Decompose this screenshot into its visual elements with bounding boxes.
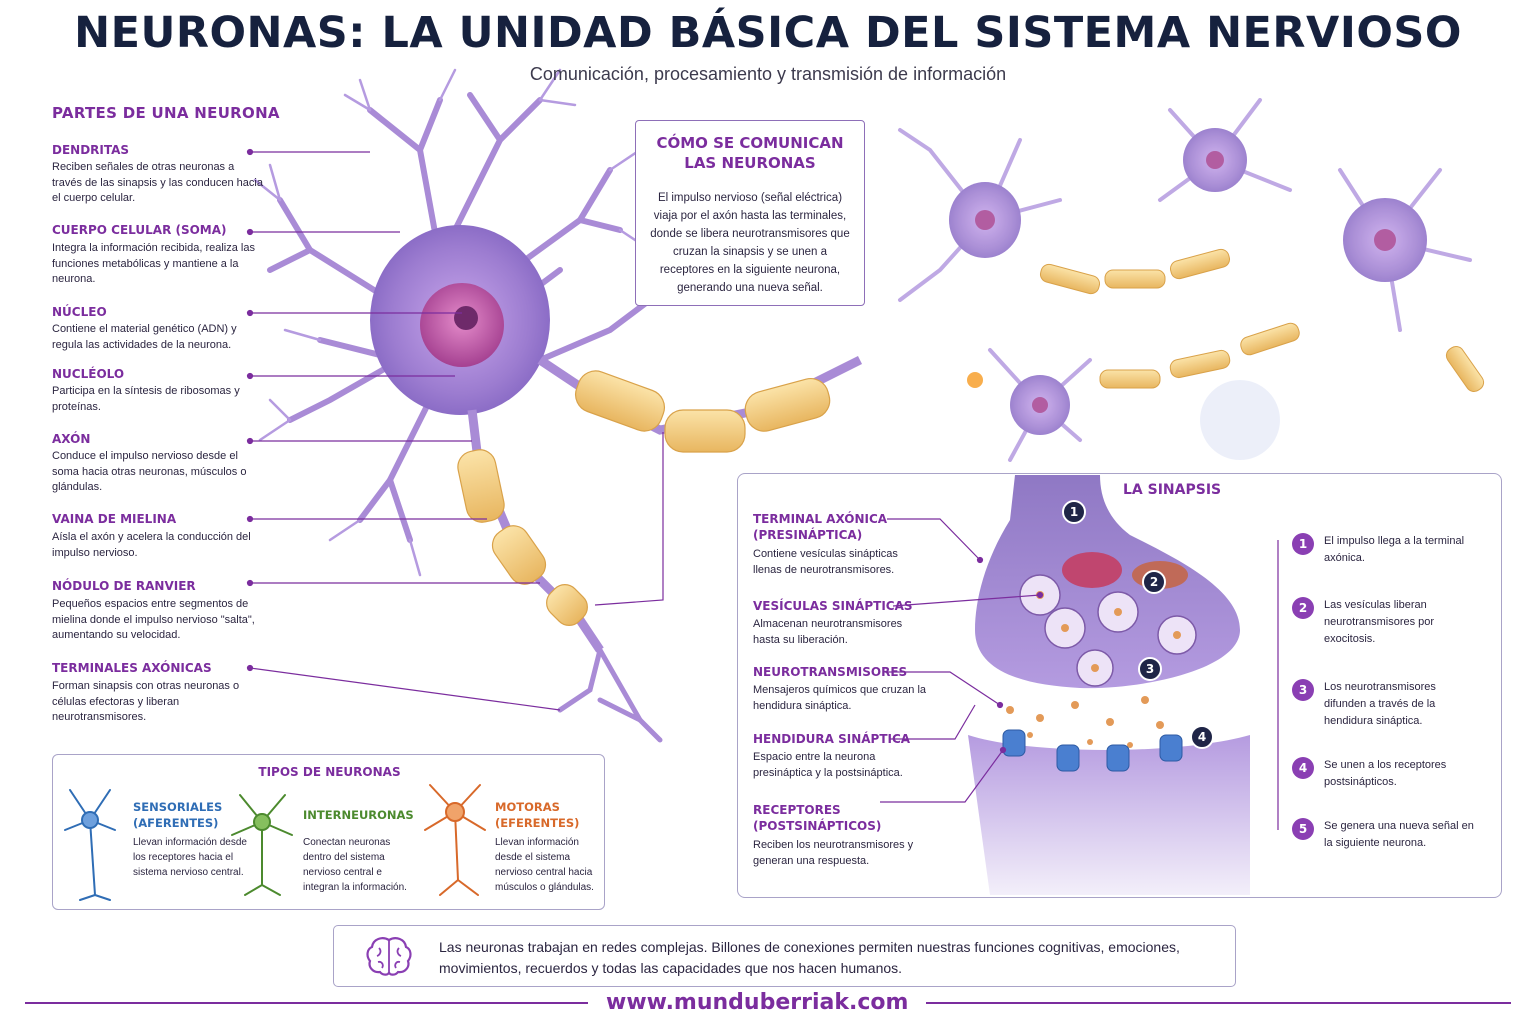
type-desc-interneuron: Conectan neuronas dentro del sistema ner…: [303, 837, 407, 893]
page-title: NEURONAS: LA UNIDAD BÁSICA DEL SISTEMA N…: [74, 8, 1462, 58]
footer-text: Las neuronas trabajan en redes complejas…: [439, 939, 1180, 976]
neuron-types-heading: TIPOS DE NEURONAS: [258, 765, 401, 779]
step-number: 1: [1292, 533, 1314, 555]
brain-icon: [366, 937, 412, 976]
part-title-nucleolo: NUCLÉOLO: [52, 367, 125, 381]
sensory-neuron-icon: [64, 789, 116, 901]
communication-text: El impulso nervioso (señal eléctrica) vi…: [650, 192, 850, 294]
part-desc-terminales: Forman sinapsis con otras neuronas o cél…: [52, 680, 240, 723]
neuron-types-panel: TIPOS DE NEURONAS SENSORIALES (AFERENTES…: [52, 754, 605, 910]
type-title-motor: MOTORAS (EFERENTES): [495, 800, 580, 830]
part-leader-lines: [246, 148, 851, 711]
part-desc-mielina: Aísla el axón y acelera la conducción de…: [52, 531, 251, 559]
part-title-axon: AXÓN: [52, 432, 91, 446]
myelin-sheaths: [457, 370, 831, 626]
synapse-badge-4: 4: [1190, 725, 1214, 749]
communication-box: CÓMO SE COMUNICAN LAS NEURONAS El impuls…: [635, 120, 865, 306]
type-title-interneuron: INTERNEURONAS: [303, 808, 414, 822]
step-text: Se unen a los receptores postsinápticos.: [1324, 759, 1447, 788]
part-desc-ranvier: Pequeños espacios entre segmentos de mie…: [52, 598, 255, 641]
main-nucleolus: [454, 306, 478, 330]
synapse-heading: LA SINAPSIS: [1123, 482, 1222, 498]
step-text: Se genera una nueva señal en la siguient…: [1324, 820, 1474, 849]
communication-title: CÓMO SE COMUNICAN LAS NEURONAS: [656, 134, 844, 172]
synapse-desc-hendidura: Espacio entre la neurona presináptica y …: [753, 751, 903, 779]
synapse-desc-receptores: Reciben los neurotransmisores y generan …: [753, 839, 914, 867]
synapse-badge-2: 2: [1142, 570, 1166, 594]
part-desc-nucleolo: Participa en la síntesis de ribosomas y …: [52, 385, 240, 413]
synapse-label-hendidura: HENDIDURA SINÁPTICA: [753, 732, 911, 746]
part-desc-axon: Conduce el impulso nervioso desde el som…: [52, 450, 247, 493]
synapse-label-receptores: RECEPTORES (POSTSINÁPTICOS): [753, 803, 882, 833]
part-desc-nucleo: Contiene el material genético (ADN) y re…: [52, 323, 237, 351]
footer-box: Las neuronas trabajan en redes complejas…: [333, 925, 1236, 987]
synapse-illustration: [880, 475, 1279, 895]
page-subtitle: Comunicación, procesamiento y transmisió…: [529, 64, 1007, 84]
step-text: El impulso llega a la terminal axónica.: [1324, 535, 1465, 564]
part-desc-dendritas: Reciben señales de otras neuronas a trav…: [52, 161, 263, 204]
parts-heading: PARTES DE UNA NEURONA: [52, 104, 280, 122]
part-title-nucleo: NÚCLEO: [52, 305, 107, 319]
synapse-label-neurotransmisores: NEUROTRANSMISORES: [753, 665, 908, 679]
parts-panel: PARTES DE UNA NEURONA: [52, 104, 282, 122]
network-neurons: [898, 98, 1472, 462]
step-text: Los neurotransmisores difunden a través …: [1324, 681, 1436, 727]
part-title-terminales: TERMINALES AXÓNICAS: [52, 661, 212, 675]
step-text: Las vesículas liberan neurotransmisores …: [1324, 599, 1435, 645]
site-url-link[interactable]: www.munduberriak.com: [588, 990, 927, 1015]
part-title-soma: CUERPO CELULAR (SOMA): [52, 223, 227, 237]
motor-neuron-icon: [424, 784, 486, 896]
step-number: 2: [1292, 597, 1314, 619]
synapse-desc-terminal: Contiene vesículas sinápticas llenas de …: [753, 548, 898, 576]
step-number: 5: [1292, 818, 1314, 840]
synapse-panel: LA SINAPSIS: [737, 473, 1502, 898]
part-title-ranvier: NÓDULO DE RANVIER: [52, 579, 196, 593]
type-title-sensory: SENSORIALES (AFERENTES): [133, 800, 223, 830]
part-title-mielina: VAINA DE MIELINA: [52, 512, 177, 526]
synapse-badge-1: 1: [1062, 500, 1086, 524]
synapse-label-vesiculas: VESÍCULAS SINÁPTICAS: [753, 599, 913, 613]
synapse-desc-neurotransmisores: Mensajeros químicos que cruzan la hendid…: [753, 684, 927, 712]
synapse-label-terminal: TERMINAL AXÓNICA (PRESINÁPTICA): [753, 512, 888, 542]
type-desc-sensory: Llevan información desde los receptores …: [133, 837, 247, 878]
type-desc-motor: Llevan información desde el sistema nerv…: [495, 837, 594, 893]
synapse-desc-vesiculas: Almacenan neurotransmisores hasta su lib…: [753, 618, 903, 646]
part-desc-soma: Integra la información recibida, realiza…: [52, 242, 255, 285]
interneuron-icon: [231, 794, 293, 896]
step-number: 4: [1292, 757, 1314, 779]
step-number: 3: [1292, 679, 1314, 701]
synapse-badge-3: 3: [1138, 657, 1162, 681]
part-title-dendritas: DENDRITAS: [52, 143, 130, 157]
